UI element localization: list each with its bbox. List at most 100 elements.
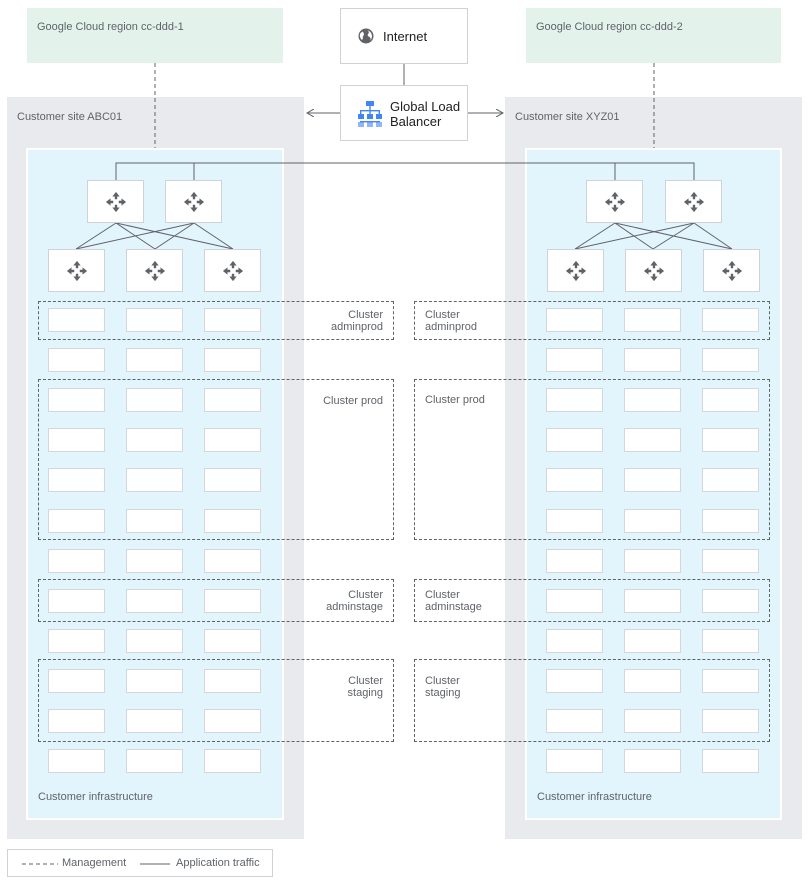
server-node — [702, 428, 759, 452]
server-node — [48, 308, 105, 332]
cluster-staging-right — [414, 659, 770, 742]
server-node — [48, 669, 105, 693]
globe-icon — [358, 28, 374, 44]
server-node — [624, 709, 681, 733]
cloud-region-left: Google Cloud region cc-ddd-1 — [27, 8, 283, 63]
load-balancer-label: Global Load Balancer — [390, 99, 460, 129]
cloud-region-left-label: Google Cloud region cc-ddd-1 — [37, 21, 184, 33]
server-node — [702, 509, 759, 533]
server-node — [204, 509, 261, 533]
server-node — [624, 549, 681, 573]
router-icon — [721, 260, 743, 282]
cluster-adminprod-label-right: Cluster adminprod — [425, 309, 477, 333]
server-node — [624, 629, 681, 653]
server-node — [624, 509, 681, 533]
server-node — [204, 749, 261, 773]
cluster-adminprod-right — [414, 301, 770, 340]
customer-infrastructure-right-label: Customer infrastructure — [537, 791, 652, 803]
server-node — [204, 308, 261, 332]
server-node — [204, 348, 261, 372]
server-node — [126, 629, 183, 653]
server-node — [48, 589, 105, 613]
server-node — [546, 589, 603, 613]
server-node — [702, 348, 759, 372]
server-node — [702, 388, 759, 412]
server-node — [204, 669, 261, 693]
server-node — [624, 348, 681, 372]
router-right-top-1 — [586, 180, 643, 223]
server-node — [702, 709, 759, 733]
server-node — [126, 428, 183, 452]
cluster-adminstage-label-left-line1: Cluster — [348, 589, 383, 601]
cluster-adminstage-label-right: Cluster adminstage — [425, 589, 482, 613]
router-icon — [183, 191, 205, 213]
router-mesh-right — [574, 222, 733, 250]
router-icon — [683, 191, 705, 213]
server-node — [48, 549, 105, 573]
server-node — [702, 308, 759, 332]
server-node — [702, 629, 759, 653]
server-node — [48, 749, 105, 773]
router-left-top-2 — [165, 180, 222, 223]
server-node — [126, 669, 183, 693]
cloud-region-right: Google Cloud region cc-ddd-2 — [526, 8, 781, 63]
server-node — [48, 348, 105, 372]
router-right-bottom-3 — [703, 249, 760, 292]
internet-label: Internet — [383, 29, 428, 44]
cluster-adminstage-label-right-line1: Cluster — [425, 589, 460, 601]
cluster-adminprod-label-left-line1: Cluster — [348, 309, 383, 321]
cluster-adminprod-label-right-line2: adminprod — [425, 321, 477, 333]
server-node — [126, 549, 183, 573]
server-node — [702, 749, 759, 773]
server-node — [624, 308, 681, 332]
router-icon — [643, 260, 665, 282]
server-node — [546, 428, 603, 452]
router-icon — [144, 260, 166, 282]
server-node — [204, 468, 261, 492]
load-balancer-label-line1: Global Load — [390, 99, 461, 114]
router-icon — [66, 260, 88, 282]
server-node — [126, 509, 183, 533]
server-node — [546, 749, 603, 773]
server-node — [204, 709, 261, 733]
legend: Management Application traffic — [7, 849, 273, 877]
customer-infrastructure-left-label: Customer infrastructure — [38, 791, 153, 803]
router-right-bottom-2 — [625, 249, 682, 292]
cluster-adminstage-left — [38, 579, 394, 622]
server-node — [702, 669, 759, 693]
server-node — [126, 709, 183, 733]
server-node — [204, 428, 261, 452]
server-node — [624, 669, 681, 693]
cluster-prod-label-left: Cluster prod — [323, 395, 383, 407]
server-node — [48, 629, 105, 653]
cluster-adminstage-right — [414, 579, 770, 622]
router-left-bottom-1 — [48, 249, 105, 292]
server-node — [546, 348, 603, 372]
server-node — [546, 549, 603, 573]
cluster-prod-label-left-line1: Cluster prod — [323, 395, 383, 407]
server-node — [48, 388, 105, 412]
router-icon — [604, 191, 626, 213]
cluster-staging-left — [38, 659, 394, 742]
server-node — [48, 428, 105, 452]
cluster-staging-label-right: Cluster staging — [425, 675, 460, 699]
customer-site-right-label: Customer site XYZ01 — [515, 111, 620, 123]
server-node — [546, 468, 603, 492]
server-node — [702, 468, 759, 492]
server-node — [624, 589, 681, 613]
router-mesh-left — [75, 222, 234, 250]
server-node — [126, 589, 183, 613]
router-icon — [565, 260, 587, 282]
cluster-adminprod-label-right-line1: Cluster — [425, 309, 460, 321]
cluster-staging-label-right-line2: staging — [425, 687, 461, 699]
server-node — [48, 709, 105, 733]
router-left-bottom-2 — [126, 249, 183, 292]
server-node — [126, 749, 183, 773]
server-node — [126, 308, 183, 332]
cluster-adminstage-label-right-line2: adminstage — [425, 601, 482, 613]
cluster-adminprod-label-left: Cluster adminprod — [331, 309, 383, 333]
cluster-adminstage-label-left: Cluster adminstage — [326, 589, 383, 613]
router-icon — [222, 260, 244, 282]
server-node — [702, 589, 759, 613]
server-node — [624, 468, 681, 492]
